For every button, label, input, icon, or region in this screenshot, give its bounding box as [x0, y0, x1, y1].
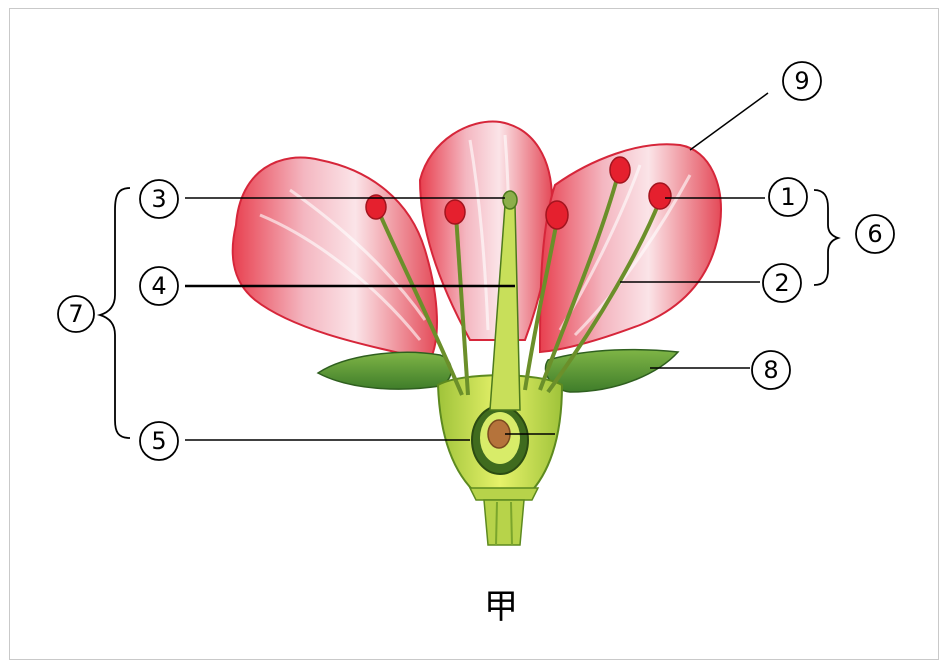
petals	[233, 122, 721, 360]
svg-text:3: 3	[151, 185, 166, 213]
stigma	[503, 191, 517, 209]
ovary	[472, 406, 528, 474]
svg-text:9: 9	[794, 67, 809, 95]
label-5: 5	[140, 422, 178, 460]
svg-text:5: 5	[151, 427, 166, 455]
svg-text:2: 2	[774, 269, 789, 297]
svg-text:1: 1	[780, 183, 795, 211]
label-6: 6	[856, 215, 894, 253]
label-1: 1	[769, 178, 807, 216]
svg-text:8: 8	[763, 356, 778, 384]
receptacle-base	[470, 488, 538, 500]
label-4: 4	[140, 267, 178, 305]
pedicel	[484, 500, 524, 545]
label-9: 9	[783, 62, 821, 100]
svg-text:4: 4	[151, 272, 166, 300]
label-2: 2	[763, 264, 801, 302]
label-7: 7	[58, 296, 94, 332]
label-3: 3	[140, 180, 178, 218]
brace-7	[100, 188, 130, 438]
svg-text:6: 6	[867, 220, 882, 248]
sepal-left	[318, 352, 451, 389]
brace-6	[814, 190, 838, 285]
label-8: 8	[752, 351, 790, 389]
svg-text:7: 7	[68, 300, 83, 328]
figure-caption: 甲	[484, 587, 518, 627]
